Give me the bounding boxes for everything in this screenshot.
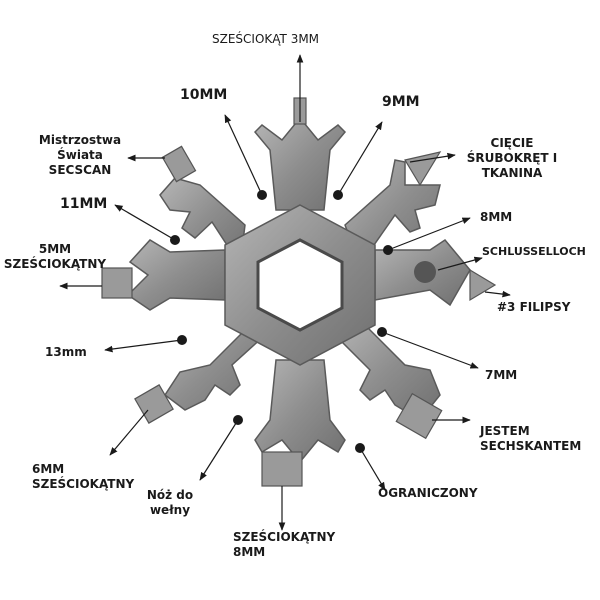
annotation-dots [170, 190, 393, 453]
arrow-10mm [224, 114, 263, 196]
label-hex5: 5MM SZEŚCIOKĄTNY [0, 242, 110, 272]
dot-9mm [333, 190, 343, 200]
arrow-7mm [381, 331, 479, 369]
keyhole-icon [414, 261, 436, 283]
label-secscan: Mistrzostwa Świata SECSCAN [30, 133, 130, 178]
bit-lowerright-jestem [395, 392, 443, 440]
label-8mm: 8MM [480, 210, 513, 224]
label-secscan-line2: Świata [57, 148, 103, 162]
arrow-ogr [359, 447, 386, 491]
label-secscan-line3: SECSCAN [48, 163, 112, 177]
label-jestem: JESTEM SECHSKANTEM [480, 424, 581, 454]
arm-bottom [254, 359, 346, 464]
arm-lower-left [163, 318, 266, 411]
hex-bits [101, 97, 497, 487]
dot-8mm [383, 245, 393, 255]
label-ciecie: CIĘCIE ŚRUBOKRĘT I TKANINA [452, 136, 572, 181]
arrow-8mm [387, 217, 471, 251]
bit-bottom-8mm [261, 451, 303, 487]
center-hex-hole [256, 238, 344, 332]
arm-upper-right [344, 159, 441, 267]
label-noz-line2: wełny [149, 503, 191, 517]
arrow-11mm [114, 204, 176, 241]
snowflake-multitool [101, 97, 497, 487]
arrow-phil [484, 290, 511, 298]
label-phillips: #3 FILIPSY [497, 300, 571, 314]
label-hex6: 6MM SZEŚCIOKĄTNY [32, 462, 134, 492]
label-hex8-line2: 8MM [233, 545, 266, 559]
label-hex6-line1: 6MM [32, 462, 65, 476]
label-hex8-line1: SZEŚCIOKĄTNY [233, 530, 336, 544]
label-hex8: SZEŚCIOKĄTNY 8MM [233, 530, 335, 560]
label-10mm: 10MM [180, 87, 228, 103]
label-ograniczony: OGRANICZONY [378, 486, 478, 500]
annotation-arrows [59, 54, 511, 531]
arrow-ciecie [409, 152, 456, 163]
bit-left-5mm [101, 267, 133, 299]
dot-7mm [377, 327, 387, 337]
label-schlusselloch: SCHLUSSELLOCH [482, 245, 586, 258]
label-srub-line2: TKANINA [481, 166, 543, 180]
arrow-9mm [337, 121, 383, 196]
arrow-13mm [104, 339, 183, 353]
label-ciecie-line1: CIĘCIE [490, 136, 534, 150]
label-noz: Nóż do wełny [140, 488, 200, 518]
dot-ogr [355, 443, 365, 453]
label-srub-line1: ŚRUBOKRĘT I [466, 151, 558, 165]
label-noz-line1: Nóż do [146, 488, 194, 502]
bit-upperright-screwdriver [404, 151, 442, 187]
label-13mm: 13mm [45, 345, 87, 359]
arm-left [126, 239, 226, 311]
dot-noz [233, 415, 243, 425]
label-11mm: 11MM [60, 196, 108, 212]
label-9mm: 9MM [382, 94, 420, 110]
label-hex5-line2: SZEŚCIOKĄTNY [3, 257, 107, 271]
label-hex3: SZEŚCIOKĄT 3MM [212, 32, 320, 46]
bit-upperleft-secscan [161, 145, 197, 183]
label-jestem-line1: JESTEM [480, 424, 530, 438]
label-hex6-line2: SZEŚCIOKĄTNY [32, 477, 135, 491]
label-jestem-line2: SECHSKANTEM [480, 439, 582, 453]
label-7mm: 7MM [485, 368, 518, 382]
dot-13mm [177, 335, 187, 345]
tool-arms [126, 116, 471, 464]
arm-upper-left [159, 177, 246, 268]
label-secscan-line1: Mistrzostwa [38, 133, 122, 147]
arrow-6mm [109, 409, 149, 456]
arrow-noz [199, 419, 239, 481]
label-hex5-line1: 5MM [38, 242, 72, 256]
bit-right-phillips [469, 268, 497, 302]
dot-11mm [170, 235, 180, 245]
dot-10mm [257, 190, 267, 200]
arrow-schluss [437, 256, 483, 271]
arm-top [253, 116, 347, 211]
